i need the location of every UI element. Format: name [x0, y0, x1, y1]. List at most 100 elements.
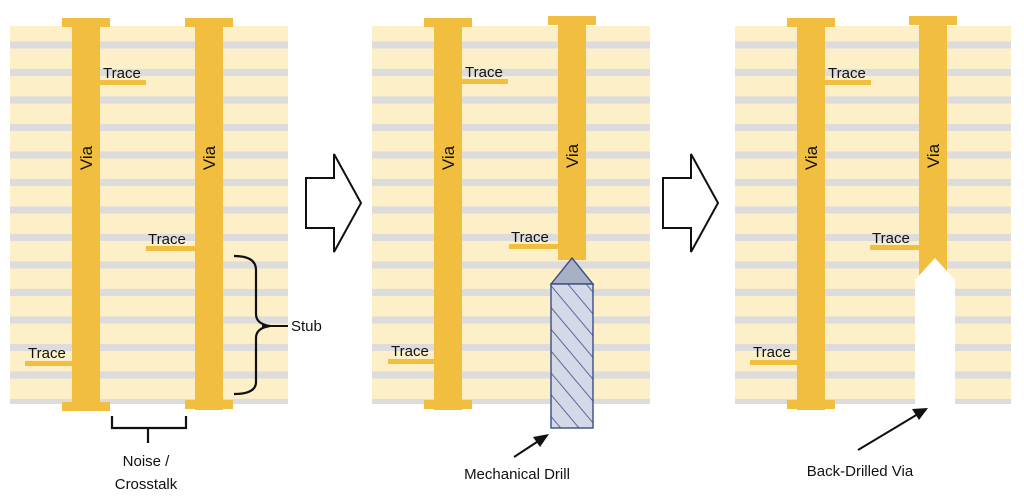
via-left: Via	[62, 18, 110, 411]
pcb-dielectric-layer	[10, 218, 288, 246]
pcb-copper-plane-layer	[735, 123, 1011, 132]
trace-label: Trace	[872, 230, 910, 247]
pcb-copper-plane-layer	[372, 96, 650, 104]
trace-label: Trace	[511, 229, 549, 246]
pcb-copper-plane-layer	[372, 371, 650, 379]
pcb-copper-plane-layer	[10, 316, 288, 324]
pcb-dielectric-layer	[372, 301, 650, 329]
backdrill-label: Back-Drilled Via	[807, 463, 914, 480]
trace-line	[100, 80, 146, 85]
back-drilled-hole	[915, 258, 955, 410]
drill-label: Mechanical Drill	[464, 466, 570, 483]
process-arrow-icon	[305, 153, 363, 253]
pcb-copper-plane-layer	[735, 96, 1011, 104]
pcb-copper-plane-layer	[10, 123, 288, 132]
pcb-dielectric-layer	[735, 218, 1011, 246]
pcb-copper-plane-layer	[10, 343, 288, 352]
drill-pointer	[513, 439, 541, 458]
panel-1-via-with-stub: Via Via Trace Trace Trace Stub Noise / C…	[10, 18, 322, 493]
pcb-dielectric-layer	[372, 328, 650, 356]
pcb-dielectric-layer	[735, 26, 1011, 54]
pcb-dielectric-layer	[372, 163, 650, 191]
via-right: Via	[185, 18, 233, 410]
drill-body	[550, 283, 594, 429]
arrowhead-icon	[912, 408, 928, 420]
pcb-dielectric-layer	[735, 136, 1011, 164]
pcb-dielectric-layer	[735, 246, 1011, 274]
pcb-dielectric-layer	[735, 301, 1011, 329]
pcb-copper-plane-layer	[735, 178, 1011, 187]
pcb-dielectric-layer	[372, 81, 650, 109]
trace-line	[462, 79, 508, 84]
pcb-dielectric-layer	[372, 246, 650, 274]
pcb-copper-plane-layer	[10, 371, 288, 379]
via-pad-bottom	[424, 400, 472, 409]
trace-label: Trace	[828, 65, 866, 82]
pcb-copper-plane-layer	[372, 316, 650, 324]
pcb-copper-plane-layer	[372, 41, 650, 49]
pcb-copper-plane-layer	[10, 288, 288, 297]
pcb-dielectric-layer	[372, 218, 650, 246]
trace-label: Trace	[391, 343, 429, 360]
pcb-copper-plane-layer	[735, 261, 1011, 269]
via-label: Via	[802, 145, 821, 170]
via-barrel	[72, 18, 100, 410]
pcb-dielectric-layer	[10, 136, 288, 164]
pcb-copper-plane-layer	[372, 288, 650, 297]
pcb-copper-plane-layer	[735, 316, 1011, 324]
pcb-copper-plane-layer	[10, 41, 288, 49]
arrowhead-icon	[533, 434, 549, 447]
via-barrel	[797, 18, 825, 410]
noise-label-line2: Crosstalk	[115, 476, 178, 493]
panel-2-mechanical-drill: Via Via Trace Trace Trace Mechanical Dri…	[372, 16, 650, 483]
trace-label: Trace	[148, 231, 186, 248]
pcb-dielectric-layer	[10, 301, 288, 329]
noise-brace	[110, 416, 188, 443]
via-label: Via	[563, 143, 582, 168]
pcb-copper-plane-layer	[10, 178, 288, 187]
stub-label: Stub	[291, 318, 322, 335]
pcb-dielectric-layer	[10, 356, 288, 384]
pcb-dielectric-layer	[10, 191, 288, 219]
pcb-copper-plane-layer	[10, 96, 288, 104]
pcb-copper-plane-layer	[372, 233, 650, 242]
via-label: Via	[924, 143, 943, 168]
pcb-dielectric-layer	[10, 53, 288, 81]
pcb-dielectric-layer	[372, 26, 650, 54]
pcb-copper-plane-layer	[372, 261, 650, 269]
via-pad-bottom	[62, 402, 110, 411]
via-barrel	[434, 18, 462, 410]
pcb-dielectric-layer	[735, 191, 1011, 219]
via-right: Via	[909, 16, 957, 278]
trace-line	[146, 246, 195, 251]
pcb-dielectric-layer	[10, 273, 288, 301]
trace-line	[509, 244, 558, 249]
pcb-copper-plane-layer	[735, 206, 1011, 214]
pcb-copper-plane-layer	[372, 343, 650, 352]
pcb-dielectric-layer	[735, 81, 1011, 109]
pcb-copper-plane-layer	[372, 68, 650, 77]
pcb-copper-plane-layer	[10, 261, 288, 269]
process-arrow-icon	[662, 153, 720, 253]
via-label: Via	[200, 145, 219, 170]
trace-line	[25, 361, 72, 366]
pcb-copper-plane-layer	[735, 398, 1011, 404]
via-pad-bottom	[185, 400, 233, 409]
pcb-copper-plane-layer	[735, 371, 1011, 379]
mechanical-drill-icon	[549, 256, 595, 429]
backdrill-pointer	[857, 413, 919, 451]
pcb-copper-plane-layer	[372, 123, 650, 132]
trace-label: Trace	[465, 64, 503, 81]
pcb-copper-plane-layer	[372, 206, 650, 214]
pcb-copper-plane-layer	[735, 233, 1011, 242]
via-label: Via	[439, 145, 458, 170]
pcb-dielectric-layer	[372, 191, 650, 219]
pcb-copper-plane-layer	[372, 178, 650, 187]
pcb-dielectric-layer	[10, 108, 288, 136]
pcb-copper-plane-layer	[735, 68, 1011, 77]
pcb-copper-plane-layer	[372, 398, 650, 404]
pcb-dielectric-layer	[10, 328, 288, 356]
pcb-copper-plane-layer	[10, 398, 288, 404]
noise-label-line1: Noise /	[123, 453, 171, 470]
